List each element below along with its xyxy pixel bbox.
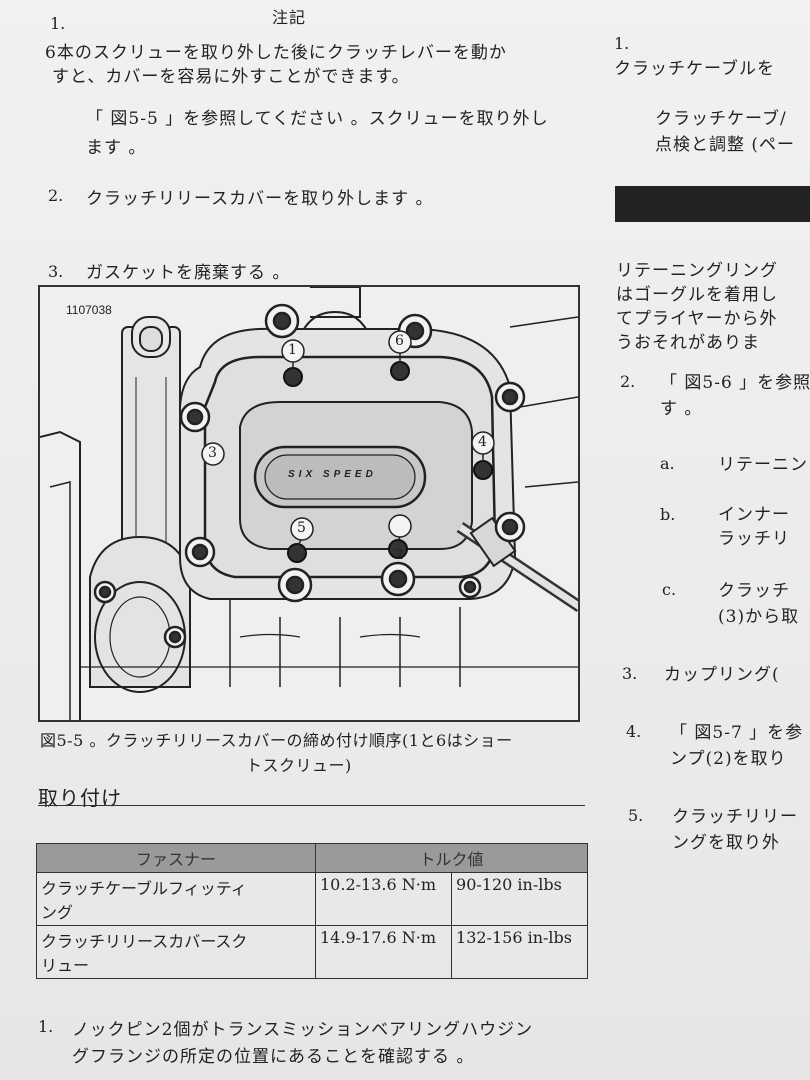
r-c-line-2: (3)から取	[718, 607, 800, 627]
clutch-cover-illustration	[40, 287, 578, 720]
fastener-cell: クラッチリリースカバースク リュー	[36, 925, 316, 979]
fastener-name-line1: クラッチケーブルフィッティ	[41, 879, 247, 898]
r-item-5-line-2: ングを取り外	[672, 833, 780, 853]
bottom-step-number: 1.	[38, 1017, 54, 1036]
ref-line-1: 「 図5-5 」を参照してください 。スクリューを取り外し	[86, 109, 549, 129]
r-sub-1-line-1: クラッチケーブ/	[655, 109, 787, 129]
fastener-name-line2: ング	[41, 903, 74, 922]
figure-caption-line-2: トスクリュー)	[246, 756, 352, 775]
section-divider	[38, 805, 585, 806]
r-warn-line-3: てプライヤーから外	[616, 309, 778, 329]
callout-label-1: 1	[288, 342, 297, 358]
r-item-2-line-1: 「 図5-6 」を参照	[660, 373, 810, 393]
callout-3	[201, 442, 225, 466]
table-row: クラッチリリースカバースク リュー 14.9-17.6 N·m 132-156 …	[36, 925, 588, 979]
r-warn-line-2: はゴーグルを着用し	[616, 285, 778, 305]
bottom-step-line-2: グフランジの所定の位置にあることを確認する 。	[72, 1047, 475, 1067]
callout-1	[281, 339, 305, 363]
torque-inlbs: 90-120 in-lbs	[451, 872, 588, 926]
r-a-text: リテーニン	[718, 455, 808, 475]
step-3-number: 3.	[48, 262, 64, 281]
r-warn-line-4: うおそれがありま	[616, 333, 760, 353]
r-item-2-number: 2.	[620, 372, 636, 391]
table-header-fastener: ファスナー	[36, 843, 316, 873]
callout-2	[388, 514, 412, 538]
note-line-2: すと、カバーを容易に外すことができます。	[52, 67, 410, 87]
callout-label-6: 6	[395, 333, 404, 349]
step-2-number: 2.	[48, 186, 64, 205]
r-warn-line-1: リテーニングリング	[616, 261, 778, 281]
callout-4	[471, 431, 495, 455]
r-b-line-2: ラッチリ	[718, 529, 790, 549]
bottom-step-line-1: ノックピン2個がトランスミッションベアリングハウジン	[72, 1020, 534, 1040]
r-item-1-text: クラッチケーブルを	[614, 59, 775, 79]
r-item-1-number: 1.	[614, 34, 630, 53]
r-item-4-line-1: 「 図5-7 」を参	[670, 723, 804, 743]
callout-label-4: 4	[478, 434, 487, 450]
fastener-name-line1: クラッチリリースカバースク	[41, 932, 248, 951]
callout-label-5: 5	[297, 520, 306, 536]
callout-label-2: 2	[395, 547, 404, 563]
r-item-5-line-1: クラッチリリー	[672, 807, 798, 827]
figure-clutch-cover: 1107038 SIX SPEED 1 2 3 4 5 6	[38, 285, 580, 722]
torque-nm: 14.9-17.6 N·m	[314, 925, 453, 979]
callout-5	[290, 517, 314, 541]
r-sub-1-line-2: 点検と調整 (ペー	[655, 135, 796, 155]
section-title: 取り付け	[38, 786, 122, 810]
r-item-3-number: 3.	[622, 664, 638, 683]
torque-nm: 10.2-13.6 N·m	[314, 872, 453, 926]
r-a-label: a.	[660, 454, 675, 473]
fastener-cell: クラッチケーブルフィッティ ング	[36, 872, 316, 926]
r-item-4-number: 4.	[626, 722, 642, 741]
fastener-name-line2: リュー	[41, 956, 90, 975]
torque-table: ファスナー トルク値 クラッチケーブルフィッティ ング 10.2-13.6 N·…	[36, 843, 588, 979]
step-2-text: クラッチリリースカバーを取り外します 。	[86, 189, 434, 209]
table-header-torque: トルク値	[315, 843, 588, 873]
note-line-1: 6本のスクリューを取り外した後にクラッチレバーを動か	[45, 43, 507, 63]
r-item-5-number: 5.	[628, 806, 644, 825]
figure-caption-line-1: 図5-5 。クラッチリリースカバーの締め付け順序(1と6はショー	[40, 731, 513, 750]
figure-id: 1107038	[66, 303, 112, 317]
r-item-4-line-2: ンプ(2)を取り	[670, 749, 787, 769]
ref-line-2: ます 。	[86, 138, 147, 158]
note-number: 1.	[50, 14, 66, 33]
step-3-text: ガスケットを廃棄する 。	[86, 263, 291, 283]
torque-inlbs: 132-156 in-lbs	[451, 925, 588, 979]
callout-6	[388, 330, 412, 354]
r-b-label: b.	[660, 505, 676, 524]
r-item-2-line-2: す 。	[660, 399, 703, 419]
r-c-line-1: クラッチ	[718, 581, 790, 601]
warning-bar	[615, 186, 810, 222]
r-item-3-text: カップリング(	[664, 665, 780, 685]
r-c-label: c.	[662, 580, 677, 599]
note-heading: 注記	[272, 8, 307, 27]
cover-badge-text: SIX SPEED	[288, 469, 377, 480]
table-row: クラッチケーブルフィッティ ング 10.2-13.6 N·m 90-120 in…	[36, 872, 588, 926]
r-b-line-1: インナー	[718, 505, 790, 525]
callout-label-3: 3	[208, 445, 217, 461]
